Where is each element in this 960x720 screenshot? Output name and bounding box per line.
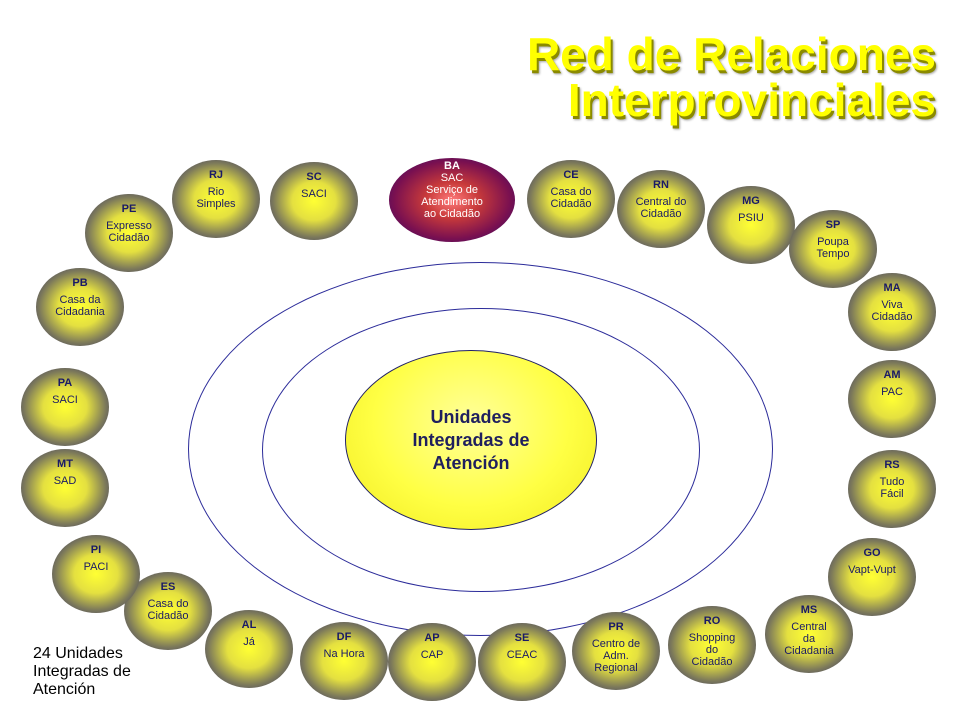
inner-ring [262,308,700,592]
node-mt: MT SAD [21,449,109,527]
node-state: CE [563,169,579,181]
node-state: MT [57,458,73,470]
node-state: PI [90,544,102,556]
node-state: MS [800,604,818,616]
node-name: Casa do Cidadão [550,186,592,210]
node-state: MG [742,195,760,207]
node-state: RJ [208,169,224,181]
node-name: SACI [301,188,327,200]
node-name: CEAC [506,649,538,661]
node-state: SE [514,632,530,644]
node-name: Central do Cidadão [635,196,687,220]
title-line-1: Red de Relaciones [526,28,936,80]
node-name: CAP [420,649,444,661]
node-name: Central da Cidadania [784,621,834,657]
node-state: GO [863,547,881,559]
node-state: PA [57,377,73,389]
node-state: SP [825,219,841,231]
node-al: AL Já [205,610,293,688]
node-name: Centro de Adm. Regional [591,638,641,674]
node-ce: CE Casa do Cidadão [527,160,615,238]
node-name: SACI [52,394,78,406]
node-name: PSIU [738,212,764,224]
node-ro: RO Shopping do Cidadão [668,606,756,684]
footer-note: 24 Unidades Integradas de Atención [33,645,131,698]
node-state: RN [653,179,669,191]
title-line-2: Interprovinciales [567,74,936,126]
node-name: PACI [83,561,109,573]
node-state: AM [883,369,901,381]
node-pb: PB Casa da Cidadania [36,268,124,346]
node-state: AP [424,632,440,644]
node-ms: MS Central da Cidadania [765,595,853,673]
node-state: RS [884,459,900,471]
node-pe: PE Expresso Cidadão [85,194,173,272]
node-state: PR [608,621,624,633]
node-name: Shopping do Cidadão [688,632,736,668]
node-name: SAC Serviço de Atendimento ao Cidadão [421,172,483,220]
node-state: PB [72,277,88,289]
node-state: AL [241,619,257,631]
node-es: ES Casa do Cidadão [124,572,212,650]
outer-ring [188,262,773,636]
node-rj: RJ Rio Simples [172,160,260,238]
node-state: ES [160,581,176,593]
center-ellipse: Unidades Integradas de Atención [345,350,597,530]
node-ba: BA SAC Serviço de Atendimento ao Cidadão [389,158,515,242]
node-pi: PI PACI [52,535,140,613]
node-am: AM PAC [848,360,936,438]
node-rs: RS Tudo Fácil [848,450,936,528]
node-name: Expresso Cidadão [106,220,152,244]
node-pr: PR Centro de Adm. Regional [572,612,660,690]
node-sp: SP Poupa Tempo [789,210,877,288]
node-sc: SC SACI [270,162,358,240]
node-name: Já [243,636,255,648]
node-name: SAD [53,475,77,487]
node-name: Na Hora [323,648,365,660]
node-ma: MA Viva Cidadão [848,273,936,351]
node-name: Rio Simples [196,186,236,210]
node-state: PE [121,203,137,215]
node-name: Tudo Fácil [879,476,905,500]
node-name: Poupa Tempo [816,236,850,260]
node-state: MA [883,282,901,294]
node-state: SC [306,171,322,183]
node-se: SE CEAC [478,623,566,701]
node-name: Casa do Cidadão [147,598,189,622]
node-state: DF [336,631,352,643]
node-go: GO Vapt-Vupt [828,538,916,616]
node-rn: RN Central do Cidadão [617,170,705,248]
node-ap: AP CAP [388,623,476,701]
node-mg: MG PSIU [707,186,795,264]
node-state: RO [703,615,721,627]
node-pa: PA SACI [21,368,109,446]
node-name: PAC [881,386,903,398]
node-name: Casa da Cidadania [55,294,105,318]
node-state: BA [444,160,460,172]
center-label: Unidades Integradas de Atención [412,406,530,473]
node-name: Vapt-Vupt [848,564,896,576]
node-name: Viva Cidadão [871,299,913,323]
node-df: DF Na Hora [300,622,388,700]
